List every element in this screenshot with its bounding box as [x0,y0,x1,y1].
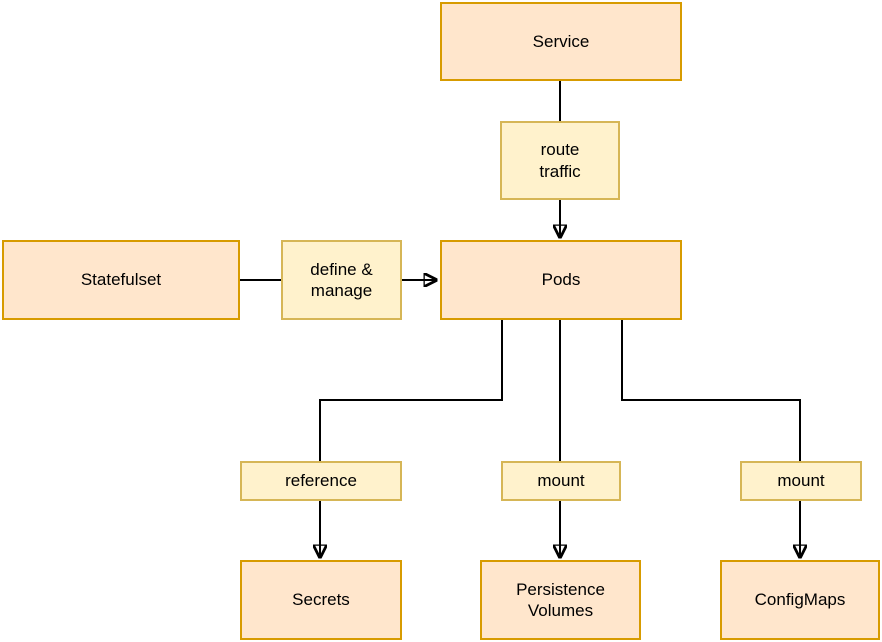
node-persistence-volumes: Persistence Volumes [480,560,641,640]
node-configmaps-label: ConfigMaps [754,590,846,610]
node-statefulset: Statefulset [2,240,240,320]
node-secrets-label: Secrets [292,590,350,610]
edge-label-mount-volumes: mount [501,461,621,501]
edge-label-define-manage: define & manage [281,240,402,320]
node-pods-label: Pods [541,270,581,290]
edge-pods-configmaps [621,320,800,557]
node-service-label: Service [532,31,590,51]
node-statefulset-label: Statefulset [80,270,162,290]
edge-label-mount-configmaps: mount [740,461,862,501]
node-pods: Pods [440,240,682,320]
edge-pods-secrets [320,320,503,557]
node-configmaps: ConfigMaps [720,560,880,640]
edge-label-route-traffic-text: route traffic [539,140,581,181]
edge-label-reference-text: reference [285,471,357,491]
node-persistence-volumes-label: Persistence Volumes [516,579,605,620]
edge-label-route-traffic: route traffic [500,121,620,200]
edge-label-reference: reference [240,461,402,501]
edge-label-define-manage-text: define & manage [310,259,373,300]
node-service: Service [440,2,682,81]
edge-label-mount-configmaps-text: mount [777,471,825,491]
edge-label-mount-volumes-text: mount [537,471,585,491]
node-secrets: Secrets [240,560,402,640]
